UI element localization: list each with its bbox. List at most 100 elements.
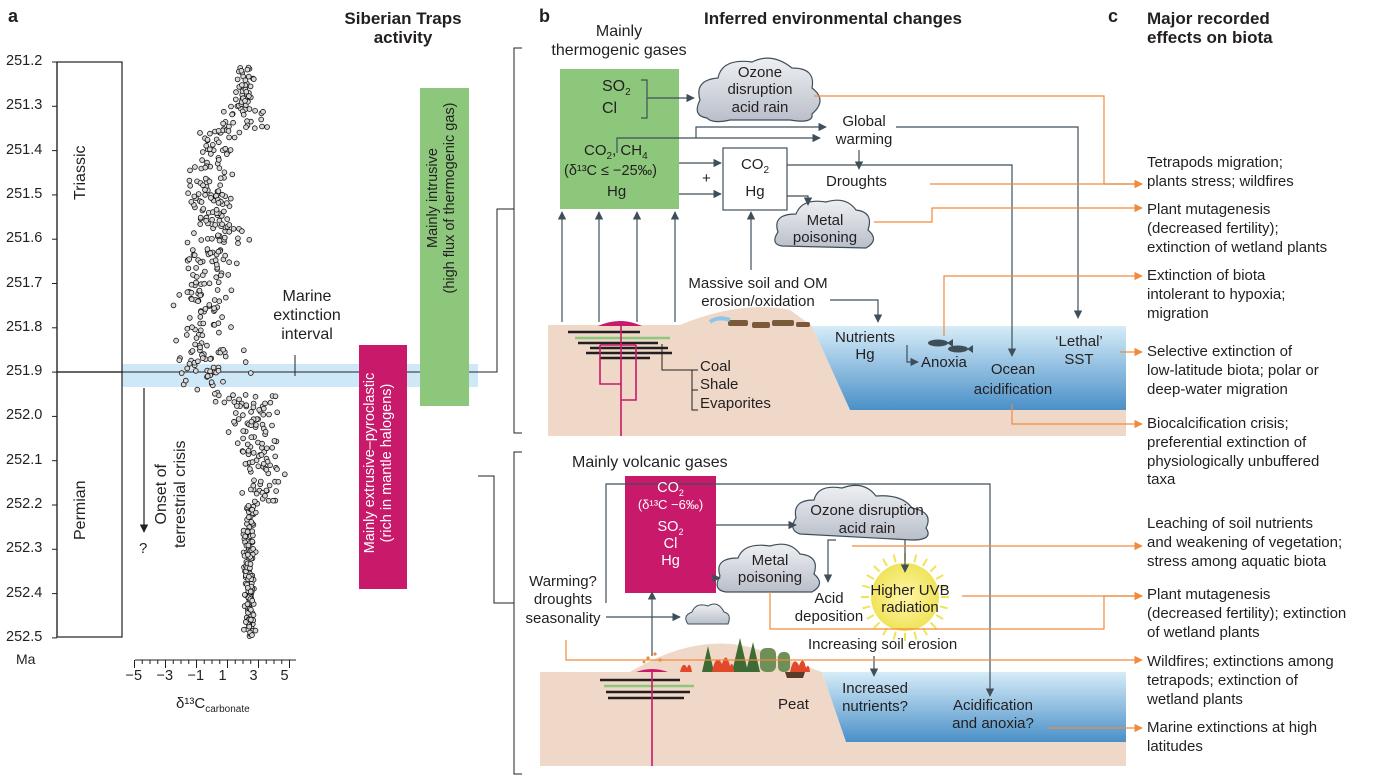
sun-ray (913, 631, 918, 640)
scatter-point (271, 438, 278, 444)
scatter-point (230, 119, 236, 126)
scatter-point (242, 359, 249, 365)
scatter-point (202, 164, 209, 171)
scatter-point (170, 302, 177, 309)
scatter-point (200, 272, 206, 279)
scatter-point (176, 292, 183, 298)
box-hg-label: Hg (745, 183, 765, 200)
scatter-point (273, 488, 279, 494)
scatter-point (248, 486, 254, 493)
y-tick-label: 251.6 (6, 230, 43, 247)
extrusive-label: Mainly extrusive–pyroclastic(rich in man… (362, 372, 396, 554)
scatter-point (234, 76, 241, 83)
scatter-point (193, 335, 200, 341)
sun-ray (913, 554, 918, 563)
scatter-point (245, 502, 252, 509)
scatter-point (189, 348, 196, 354)
scatter-point (260, 460, 267, 467)
scatter-point (229, 171, 236, 178)
scatter-point (270, 497, 276, 504)
scatter-point (187, 167, 193, 174)
scatter-point (226, 259, 232, 266)
volcanic-gas-box (625, 476, 716, 593)
scatter-point (191, 230, 197, 236)
scatter-point (215, 248, 222, 255)
scatter-point (194, 386, 201, 393)
scatter-point (248, 519, 255, 525)
scatter-point (222, 353, 229, 360)
scatter-point (249, 632, 255, 638)
scatter-point (183, 377, 189, 384)
sun-ray (929, 621, 937, 629)
scatter-point (253, 490, 260, 497)
scatter-point (215, 279, 222, 286)
scatter-point (224, 216, 231, 222)
scatter-point (251, 76, 257, 82)
volcanic-gas-list: CO2 (δ¹³C −6‰) SO2 Cl Hg (637, 480, 704, 569)
scatter-point (212, 398, 219, 405)
scatter-point (215, 320, 222, 327)
y-tick-label: 252.5 (6, 628, 43, 645)
scatter-point (221, 169, 228, 176)
scatter-point (215, 128, 222, 134)
scatter-point (260, 411, 267, 418)
scatter-point (200, 182, 206, 189)
scatter-point (207, 356, 214, 362)
scatter-point (272, 453, 279, 460)
scatter-point (256, 407, 263, 413)
scatter-point (206, 302, 213, 308)
sun-ray (866, 574, 875, 580)
scatter-point (216, 298, 223, 305)
scatter-point (246, 514, 252, 520)
scatter-point (200, 355, 206, 361)
scatter-point (198, 237, 205, 243)
scatter-point (209, 236, 215, 242)
top-sea (812, 326, 1126, 410)
scatter-point (206, 280, 213, 287)
sun-ray (929, 565, 937, 573)
scatter-point (188, 289, 195, 296)
sun-ray (873, 565, 881, 573)
scatter-point (216, 139, 222, 146)
scatter-point (230, 392, 236, 398)
scatter-point (252, 393, 259, 400)
panel-label-c: c (1108, 6, 1119, 26)
scatter-point (220, 120, 226, 127)
scatter-point (188, 281, 195, 288)
scatter-point (259, 123, 265, 130)
scatter-point (274, 409, 281, 416)
scatter-point (211, 297, 218, 303)
extrusive-bar (359, 345, 407, 589)
scatter-point (229, 111, 235, 118)
scatter-point (246, 93, 252, 99)
sun-ray (862, 605, 871, 610)
scatter-point (247, 561, 254, 567)
scatter-point (216, 165, 223, 171)
scatter-point (214, 287, 221, 293)
scatter-point (215, 232, 221, 239)
scatter-point (188, 296, 195, 303)
scatter-point (197, 130, 203, 136)
scatter-point (247, 466, 253, 472)
scatter-point (241, 591, 248, 598)
scatter-point (266, 411, 272, 418)
scatter-point (245, 584, 251, 591)
scatter-point (197, 259, 204, 266)
scatter-point (198, 199, 205, 205)
scatter-point (248, 606, 254, 613)
sun-ray (892, 631, 897, 640)
scatter-point (197, 292, 204, 299)
y-tick-label: 252.0 (6, 407, 43, 424)
scatter-point (226, 395, 232, 402)
scatter-point (202, 187, 208, 193)
scatter-point (185, 190, 191, 197)
scatter-point (242, 392, 249, 398)
x-axis-label: δ¹³Ccarbonate (176, 695, 250, 715)
